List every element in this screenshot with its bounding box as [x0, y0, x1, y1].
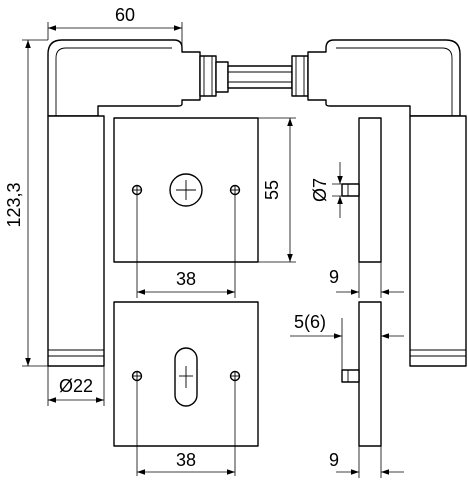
dimension-rose-thickness-bottom: 9: [329, 446, 404, 478]
dimension-label-38-bottom: 38: [176, 450, 196, 470]
left-lever-handle: [47, 39, 217, 367]
right-rose-neck: [291, 55, 309, 97]
dimension-escutcheon-offset: 5(6): [290, 312, 404, 370]
dimension-rose-thickness-top: 9: [329, 262, 404, 298]
left-grip: [47, 115, 105, 367]
dimension-label-60: 60: [115, 5, 135, 25]
dimension-label-9-bottom: 9: [329, 450, 339, 470]
square-spindle: [215, 61, 293, 93]
left-rose-neck: [199, 55, 217, 97]
dimension-handle-diameter: Ø22: [47, 366, 105, 406]
bottom-key-escutcheon: [113, 301, 259, 447]
dimension-total-height: 123,3: [4, 39, 48, 367]
top-square-rose: [113, 117, 259, 263]
dimension-label-diameter-7: Ø7: [310, 178, 330, 202]
dimension-hole-spacing-top: 38: [136, 194, 236, 298]
dimension-label-5-6: 5(6): [294, 312, 326, 332]
dimension-label-55: 55: [262, 180, 282, 200]
right-lever-handle: [291, 39, 467, 367]
right-lever-arm: [307, 39, 461, 117]
right-grip: [409, 115, 467, 367]
dimension-label-38-top: 38: [176, 269, 196, 289]
dimension-label-123-3: 123,3: [4, 182, 24, 227]
dimension-rose-height: 55: [258, 117, 296, 263]
dimension-handle-length: 60: [47, 5, 183, 48]
dimension-label-9-top: 9: [329, 267, 339, 287]
dimension-label-diameter-22: Ø22: [59, 376, 93, 396]
dimension-spindle-diameter: Ø7: [310, 162, 358, 218]
dimension-hole-spacing-bottom: 38: [136, 380, 236, 476]
left-lever-arm: [47, 39, 201, 117]
top-rose-side-view: [341, 117, 382, 263]
bottom-rose-side-view: [341, 301, 382, 447]
